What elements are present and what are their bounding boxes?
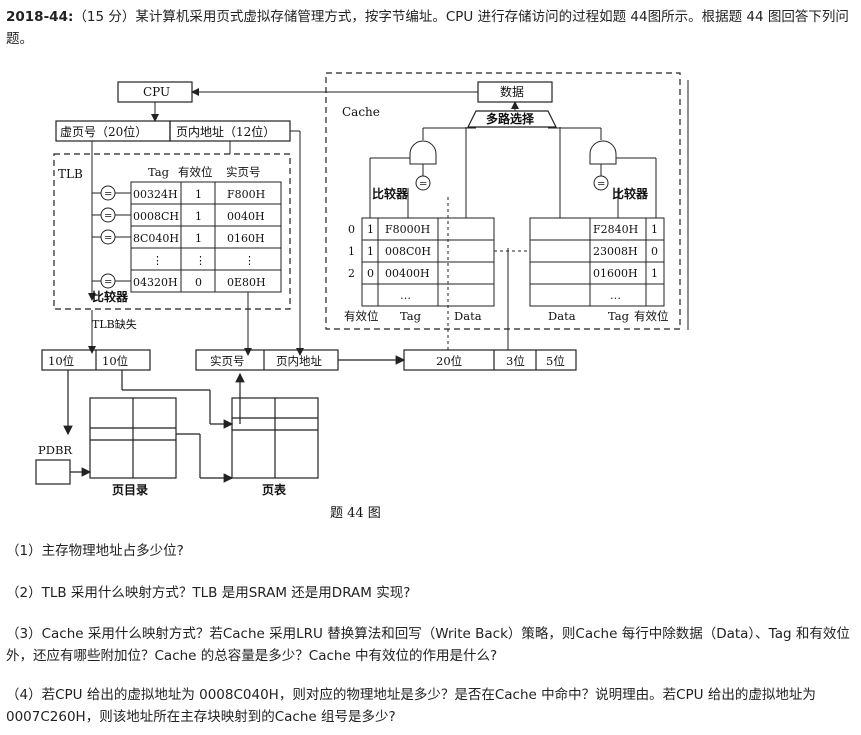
question-3: （3）Cache 采用什么映射方式？若Cache 采用LRU 替换算法和回写（W… [6, 626, 850, 664]
tlb-cell: ⋮ [195, 254, 206, 267]
tlb-header-ppn: 实页号 [226, 165, 261, 179]
cache-cell: 01600H [593, 267, 638, 280]
cache-cell: F2840H [593, 223, 638, 236]
phys-ppn-label: 实页号 [210, 354, 245, 368]
cache-cell: … [400, 289, 411, 302]
and-gate-right [589, 140, 617, 165]
tlb-cell: 0E80H [227, 276, 266, 289]
cache-cell: 00400H [385, 267, 430, 280]
tlb-cell: 1 [195, 188, 202, 201]
cache-label: Cache [342, 105, 380, 119]
page-dir-label: 页目录 [112, 483, 148, 497]
cache-col-label: Tag [608, 309, 630, 323]
tlb-comparator-label: 比较器 [92, 289, 129, 304]
cpu-label: CPU [143, 85, 170, 99]
cache-col-label: Data [454, 309, 482, 323]
equal-sign: = [419, 179, 427, 190]
paddr-block-label: 5位 [546, 354, 565, 368]
page-table-label: 页表 [262, 482, 287, 497]
tlb-cell: F800H [227, 188, 265, 201]
question-2: （2）TLB 采用什么映射方式？TLB 是用SRAM 还是用DRAM 实现? [6, 585, 411, 601]
cache-cell: 1 [367, 245, 374, 258]
cache-arrays [361, 217, 665, 307]
mux-shape [467, 110, 557, 128]
phys-offset-label: 页内地址 [276, 354, 322, 368]
figure-44: CPU 虚页号（20位） 页内地址（12位） TLB Tag 有效位 实页号 0… [35, 72, 689, 521]
cache-data-label: 数据 [500, 84, 524, 99]
pdbr-label: PDBR [38, 443, 72, 457]
cache-cell: 1 [367, 223, 374, 236]
cache-cell: 23008H [593, 245, 638, 258]
cache-cell: … [610, 289, 621, 302]
question-1: （1）主存物理地址占多少位? [6, 543, 184, 559]
cache-cell: 0 [367, 267, 374, 280]
pdbr-box [35, 459, 71, 485]
cache-region [325, 72, 681, 330]
equal-sign: = [104, 189, 112, 200]
tlb-cell: 1 [195, 232, 202, 245]
tlb-header-tag: Tag [148, 165, 170, 179]
paddr-tag-label: 20位 [436, 354, 462, 368]
tlb-label: TLB [58, 167, 83, 181]
tlb-miss-label: TLB缺失 [92, 317, 137, 331]
equal-sign: = [104, 211, 112, 222]
paddr-index-label: 3位 [506, 354, 525, 368]
cache-cell: F8000H [385, 223, 430, 236]
tlb-region [53, 153, 291, 310]
problem-score: （15 分） [73, 9, 136, 25]
tlb-cell: 8C040H [133, 232, 179, 245]
problem-id: 2018-44: [6, 9, 74, 25]
cache-col-label: Data [548, 309, 576, 323]
and-gate-left [409, 140, 437, 165]
tlb-cell: 1 [195, 210, 202, 223]
cache-set-index: 0 [348, 223, 355, 236]
cache-cell: 1 [651, 223, 658, 236]
tlb-cell: 04320H [133, 276, 178, 289]
cache-cell: 008C0H [385, 245, 431, 258]
vpn-label: 虚页号（20位） [60, 124, 147, 139]
cache-cell: 1 [651, 267, 658, 280]
cache-col-label: 有效位 [634, 309, 669, 323]
tlb-cell: 0040H [227, 210, 265, 223]
problem-statement: 2018-44:（15 分）某计算机采用页式虚拟存储管理方式，按字节编址。CPU… [6, 6, 856, 50]
split-label: 10位 [48, 354, 74, 368]
tlb-cell: 00324H [133, 188, 178, 201]
equal-sign: = [597, 179, 605, 190]
split-label: 10位 [102, 354, 128, 368]
mux-label: 多路选择 [486, 111, 535, 126]
equal-sign: = [104, 277, 112, 288]
tlb-cell: 0008CH [133, 210, 179, 223]
tlb-cell: 0160H [227, 232, 265, 245]
cache-set-index: 1 [348, 245, 355, 258]
tlb-header-valid: 有效位 [178, 165, 213, 179]
offset-label: 页内地址（12位） [176, 124, 275, 139]
figure-caption: 题 44 图 [330, 506, 381, 521]
tlb-cell: 0 [195, 276, 202, 289]
cache-cell: 0 [651, 245, 658, 258]
cache-set-index: 2 [348, 267, 355, 280]
cache-col-label: 有效位 [344, 309, 379, 323]
equal-sign: = [104, 233, 112, 244]
tlb-cell: ⋮ [152, 254, 163, 267]
tlb-cell: ⋮ [244, 254, 255, 267]
cache-col-label: Tag [400, 309, 422, 323]
question-4: （4）若CPU 给出的虚拟地址为 0008C040H，则对应的物理地址是多少？是… [6, 687, 816, 725]
cache-comparator-left-label: 比较器 [372, 186, 409, 201]
cache-comparator-right-label: 比较器 [612, 186, 649, 201]
problem-text: 某计算机采用页式虚拟存储管理方式，按字节编址。CPU 进行存储访问的过程如题 4… [6, 9, 849, 47]
